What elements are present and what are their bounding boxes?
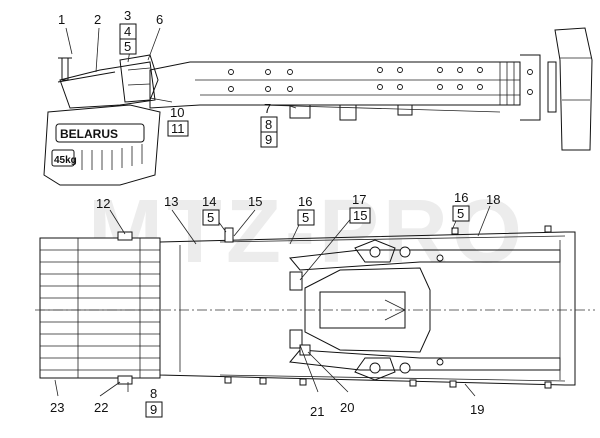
ballast-bracket (57, 54, 159, 109)
callout-17: 17 (352, 192, 366, 207)
callout-3: 3 (124, 8, 131, 23)
callout-15: 15 (248, 194, 262, 209)
callout-13: 13 (164, 194, 178, 209)
callout-4: 4 (124, 24, 131, 39)
weight-mass-label: 45kg (54, 155, 77, 166)
callout-12: 12 (96, 196, 110, 211)
callout-6: 6 (156, 12, 163, 27)
callout-1: 1 (58, 12, 65, 27)
callout-17-sub: 15 (353, 208, 367, 223)
frame-bolt-holes (228, 67, 533, 95)
callout-16-right-sub: 5 (457, 206, 464, 221)
callout-20: 20 (340, 400, 354, 415)
callout-11: 11 (171, 121, 185, 136)
callout-14: 14 (202, 194, 216, 209)
callout-10: 10 (170, 105, 184, 120)
callout-19: 19 (470, 402, 484, 417)
callout-16-sub: 5 (302, 210, 309, 225)
weight-brand-label: BELARUS (60, 127, 118, 141)
callout-5: 5 (124, 39, 131, 54)
callout-2: 2 (94, 12, 101, 27)
plan-frame (35, 225, 595, 389)
weight-stack (39, 231, 161, 385)
callout-8-bottom: 8 (150, 386, 157, 401)
side-view-frame (149, 27, 593, 151)
callout-8: 8 (265, 117, 272, 132)
callout-14-sub: 5 (207, 210, 214, 225)
callout-18: 18 (486, 192, 500, 207)
callout-16-right: 16 (454, 190, 468, 205)
callout-9: 9 (265, 132, 272, 147)
callout-21: 21 (310, 404, 324, 419)
callout-22: 22 (94, 400, 108, 415)
callout-16: 16 (298, 194, 312, 209)
callout-9-bottom: 9 (150, 402, 157, 417)
callout-7: 7 (264, 101, 271, 116)
callout-labels: 1 2 3 4 5 6 10 11 7 8 9 12 13 14 5 15 16… (50, 8, 500, 419)
ballast-weight: BELARUS 45kg (43, 104, 161, 186)
callout-23: 23 (50, 400, 64, 415)
